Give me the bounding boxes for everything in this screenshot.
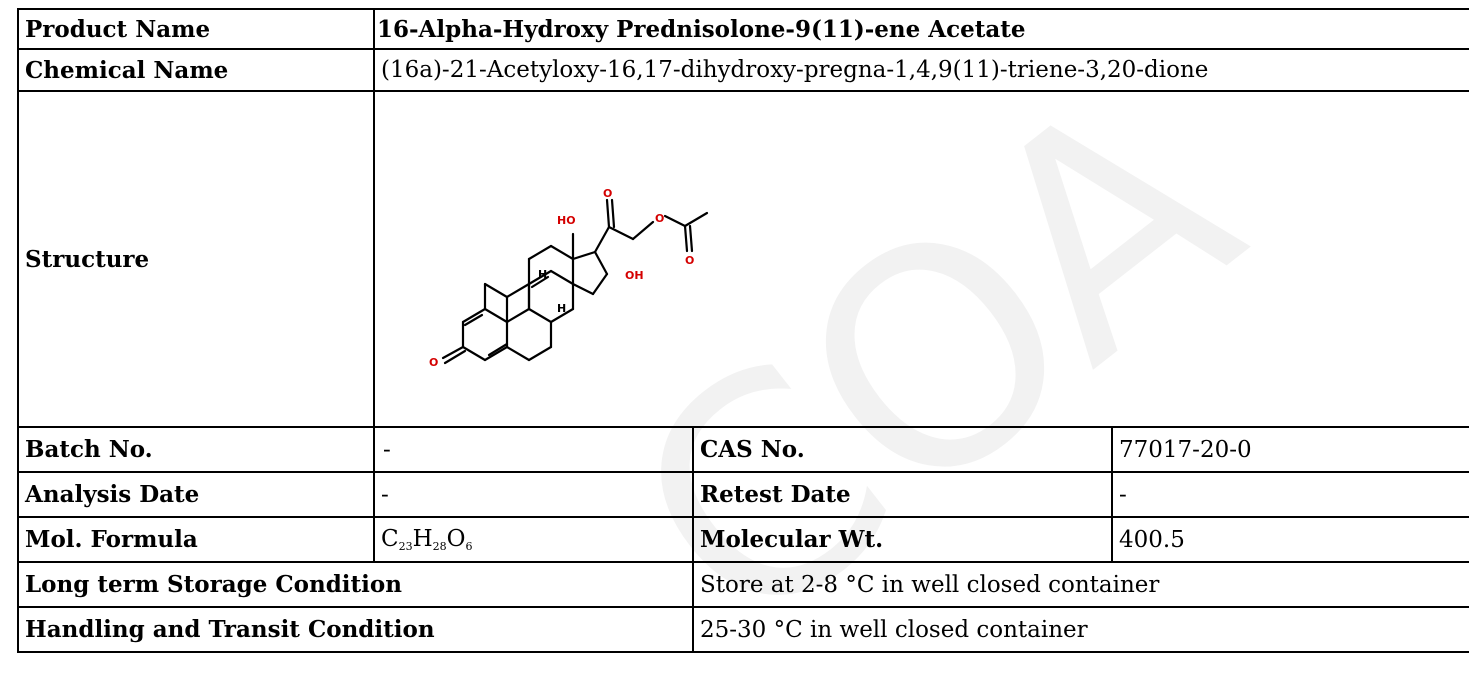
atom-label-o-ester: O: [655, 212, 664, 225]
retest-date-label: Retest Date: [692, 471, 1113, 518]
molecular-wt-label: Molecular Wt.: [692, 516, 1113, 563]
row-formula-weight: Mol. Formula C23H28O6 Molecular Wt. 400.…: [17, 516, 1469, 563]
storage-condition-value: Store at 2-8 °C in well closed container: [691, 561, 1469, 608]
atom-label-o-acetyl: O: [685, 254, 694, 267]
mol-formula-label: Mol. Formula: [17, 516, 375, 563]
analysis-date-label: Analysis Date: [17, 471, 375, 518]
molecule-structure-diagram: O O O O HO OH H H: [429, 187, 709, 369]
storage-condition-label: Long term Storage Condition: [17, 561, 694, 608]
row-chemical-name: Chemical Name (16a)-21-Acetyloxy-16,17-d…: [17, 48, 1469, 92]
handling-condition-value: 25-30 °C in well closed container: [691, 606, 1469, 653]
handling-condition-label: Handling and Transit Condition: [17, 606, 694, 653]
analysis-date-value: -: [373, 471, 694, 518]
row-structure: Structure: [17, 90, 1469, 428]
molecular-wt-value: 400.5: [1110, 516, 1469, 563]
structure-label: Structure: [17, 90, 375, 428]
mol-formula-value: C23H28O6: [373, 516, 694, 563]
atom-label-h-8: H: [538, 268, 547, 281]
cas-no-label: CAS No.: [692, 426, 1113, 473]
atom-label-h-14: H: [557, 302, 566, 315]
structure-cell: O O O O HO OH H H: [372, 90, 1469, 428]
cas-no-value: 77017-20-0: [1110, 426, 1469, 473]
row-dates: Analysis Date - Retest Date -: [17, 471, 1469, 518]
atom-label-oh: OH: [625, 269, 644, 282]
chemical-name-value: (16a)-21-Acetyloxy-16,17-dihydroxy-pregn…: [372, 48, 1469, 92]
row-product-name: Product Name 16-Alpha-Hydroxy Prednisolo…: [17, 8, 1469, 50]
batch-no-value: -: [373, 426, 694, 473]
row-storage: Long term Storage Condition Store at 2-8…: [17, 561, 1469, 608]
batch-no-label: Batch No.: [17, 426, 375, 473]
row-batch-cas: Batch No. - CAS No. 77017-20-0: [17, 426, 1469, 473]
atom-label-o-carbonyl: O: [603, 187, 612, 200]
product-name-value: 16-Alpha-Hydroxy Prednisolone-9(11)-ene …: [372, 8, 1469, 50]
molecule-atom-labels: O O O O HO OH H H: [429, 187, 694, 369]
atom-label-ho: HO: [557, 214, 576, 227]
coa-table: Product Name 16-Alpha-Hydroxy Prednisolo…: [17, 8, 1469, 653]
product-name-label: Product Name: [17, 8, 375, 50]
atom-label-o-ketone: O: [429, 356, 438, 369]
retest-date-value: -: [1110, 471, 1469, 518]
chemical-name-label: Chemical Name: [17, 48, 375, 92]
row-handling: Handling and Transit Condition 25-30 °C …: [17, 606, 1469, 653]
molecule-bonds: [441, 198, 709, 365]
